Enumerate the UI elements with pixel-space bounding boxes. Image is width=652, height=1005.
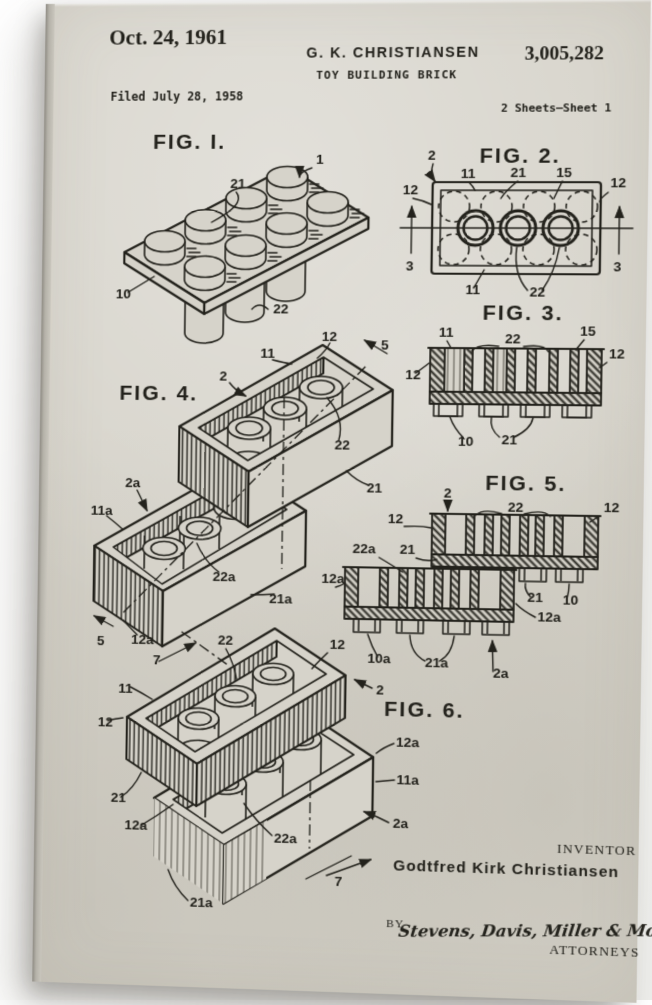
invention-title: TOY BUILDING BRICK [316, 68, 457, 82]
ref-numeral: 11 [465, 282, 480, 297]
ref-numeral: 21 [510, 165, 526, 180]
ref-numeral: 21 [527, 590, 543, 606]
ref-numeral: 12 [405, 367, 421, 382]
ref-numeral: 22 [273, 301, 288, 316]
ref-numeral: 12a [537, 609, 561, 625]
ref-numeral: 22a [274, 830, 298, 846]
ref-numeral: 21a [190, 894, 213, 910]
ref-numeral: 15 [556, 165, 572, 180]
ref-numeral: 5 [381, 337, 389, 352]
filed-date: Filed July 28, 1958 [110, 89, 243, 104]
ref-numeral: 12 [610, 175, 626, 190]
ref-numeral: 12a [124, 817, 147, 833]
ref-numeral: 11 [461, 166, 476, 181]
ref-numeral: 10 [116, 286, 131, 301]
ref-numeral: 12 [609, 346, 625, 362]
patent-number: 3,005,282 [524, 43, 604, 66]
ref-numeral: 22 [529, 284, 545, 299]
ref-numeral: 21 [230, 176, 246, 191]
fig2-drawing: 2 11 21 15 12 12 3 3 11 22 [397, 139, 652, 303]
patent-inventor-short: G. K. CHRISTIANSEN [306, 44, 479, 61]
attorneys-signature: Stevens, Davis, Miller & Mosher [397, 921, 652, 941]
fig6-drawing: 22 12 11 2 12 12a 11a 21 2a 12a 22a 21a … [89, 616, 428, 919]
inventor-caption: INVENTOR [557, 841, 637, 860]
ref-numeral: 12a [396, 734, 420, 750]
ref-numeral: 21 [111, 790, 127, 805]
ref-numeral: 1 [316, 152, 324, 167]
ref-numeral: 11 [118, 681, 133, 696]
ref-numeral: 12 [388, 511, 404, 526]
ref-numeral: 12 [322, 329, 338, 344]
ref-numeral: 11 [260, 346, 275, 361]
ref-numeral: 11a [396, 772, 419, 788]
ref-numeral: 2a [125, 475, 141, 490]
ref-numeral: 3 [406, 258, 414, 273]
ref-numeral: 2a [393, 816, 409, 832]
ref-numeral: 12 [604, 500, 620, 516]
fig3-drawing: 11 22 15 12 12 10 21 [400, 302, 652, 452]
ref-numeral: 22a [352, 541, 376, 557]
ref-numeral: 2a [493, 665, 509, 681]
ref-numeral: 2 [428, 148, 436, 163]
ref-numeral: 22a [213, 569, 237, 585]
ref-numeral: 2 [376, 682, 384, 697]
ref-numeral: 10 [458, 434, 474, 449]
inventor-name: Godtfred Kirk Christiansen [393, 857, 619, 881]
ref-numeral: 11 [439, 325, 454, 340]
ref-numeral: 12a [321, 571, 345, 587]
sheet-info: 2 Sheets—Sheet 1 [501, 101, 612, 115]
ref-numeral: 21 [400, 542, 416, 558]
ref-numeral: 21a [269, 591, 293, 607]
ref-numeral: 21 [501, 432, 517, 448]
attorneys-caption: ATTORNEYS [549, 942, 640, 961]
ref-numeral: 21a [425, 655, 449, 671]
ref-numeral: 3 [613, 259, 621, 274]
ref-numeral: 22 [508, 499, 524, 515]
ref-numeral: 2 [444, 485, 452, 500]
ref-numeral: 22 [334, 437, 350, 452]
ref-numeral: 12 [403, 182, 419, 197]
patent-date: Oct. 24, 1961 [109, 25, 227, 51]
ref-numeral: 2 [219, 368, 227, 383]
ref-numeral: 22 [505, 331, 521, 346]
fig1-drawing: 1 21 10 22 [87, 140, 368, 338]
ref-numeral: 12 [98, 714, 113, 729]
ref-numeral: 7 [153, 652, 161, 667]
ref-numeral: 10 [563, 592, 579, 608]
ref-numeral: 7 [334, 874, 342, 889]
ref-numeral: 15 [580, 323, 596, 338]
ref-numeral: 12 [330, 637, 346, 653]
ref-numeral: 11a [91, 503, 114, 518]
ref-numeral: 22 [218, 632, 233, 647]
patent-canvas-print: Oct. 24, 1961 G. K. CHRISTIANSEN 3,005,2… [41, 0, 651, 1003]
